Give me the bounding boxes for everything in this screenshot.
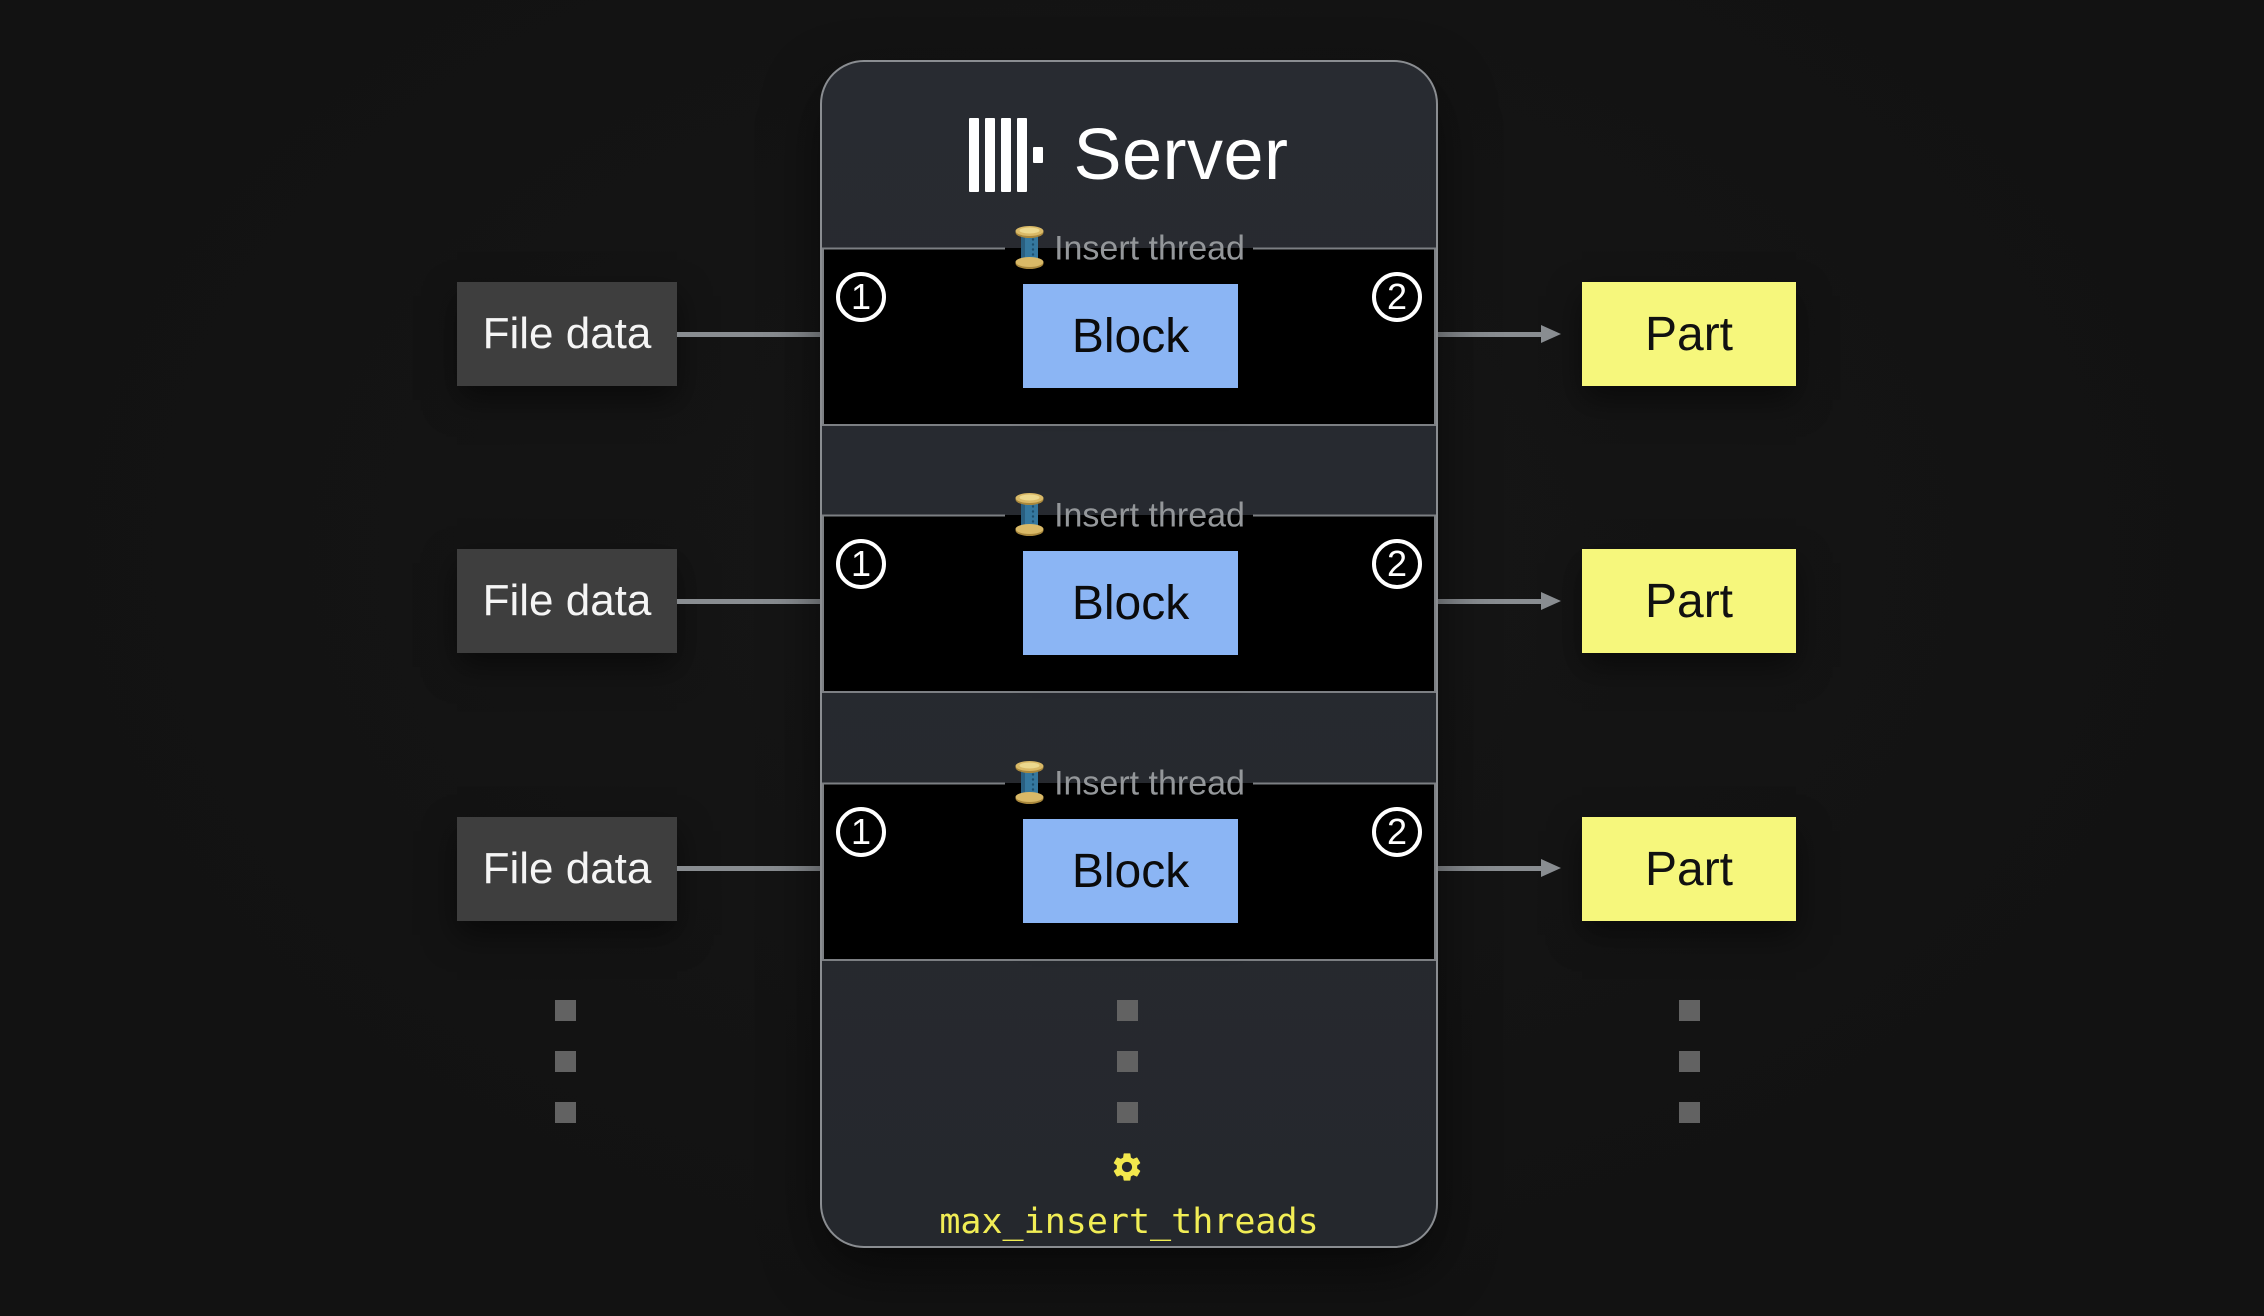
clickhouse-logo-icon [969,118,1044,192]
logo-bar [985,118,996,192]
block-box: Block [1023,284,1238,388]
dot [1117,1102,1138,1123]
legend-line [1252,782,1437,784]
logo-bar [969,118,980,192]
dot [1679,1000,1700,1021]
step-circle-1: 1 [836,272,886,322]
ellipsis-dots-threads [1117,1000,1138,1123]
legend-line [1252,514,1437,516]
legend-content: Insert thread [1005,493,1253,538]
legend-line [822,247,1006,249]
step-circle-2: 2 [1372,272,1422,322]
thread-spool-icon [1015,761,1044,804]
insert-thread-section: Insert thread 1 2 Block [822,226,1437,426]
insert-thread-section: Insert thread 1 2 Block [822,761,1437,961]
file-data-box: File data [457,549,677,653]
dot [1679,1102,1700,1123]
logo-bar [1017,118,1028,192]
arrow-head-icon [1541,859,1561,877]
ellipsis-dots-file [555,1000,576,1123]
file-data-box: File data [457,817,677,921]
max-insert-threads-label: max_insert_threads [939,1202,1319,1242]
dot [1117,1051,1138,1072]
part-box: Part [1582,549,1796,653]
dot [1117,1000,1138,1021]
server-header: Server [822,62,1436,248]
arrow-head-icon [1541,325,1561,343]
block-box: Block [1023,819,1238,923]
file-data-box: File data [457,282,677,386]
part-box: Part [1582,817,1796,921]
legend-label: Insert thread [1054,764,1245,802]
legend-content: Insert thread [1005,761,1253,806]
logo-bar [1001,118,1012,192]
dot [555,1000,576,1021]
section-legend: Insert thread [822,226,1437,271]
dot [1679,1051,1700,1072]
legend-line [822,514,1006,516]
legend-line [1252,247,1437,249]
step-circle-1: 1 [836,539,886,589]
thread-spool-icon [1015,493,1044,536]
server-panel: Server Ins [820,60,1438,1248]
legend-content: Insert thread [1005,226,1253,271]
part-box: Part [1582,282,1796,386]
server-title: Server [1073,115,1289,195]
step-circle-2: 2 [1372,539,1422,589]
legend-label: Insert thread [1054,229,1245,267]
thread-spool-icon [1015,226,1044,269]
step-circle-1: 1 [836,807,886,857]
block-box: Block [1023,551,1238,655]
step-circle-2: 2 [1372,807,1422,857]
legend-line [822,782,1006,784]
gear-icon [1110,1150,1144,1184]
dot [555,1051,576,1072]
section-legend: Insert thread [822,761,1437,806]
arrow-head-icon [1541,592,1561,610]
insert-thread-section: Insert thread 1 2 Block [822,493,1437,693]
legend-label: Insert thread [1054,496,1245,534]
ellipsis-dots-parts [1679,1000,1700,1123]
logo-dot [1033,147,1044,163]
section-legend: Insert thread [822,493,1437,538]
dot [555,1102,576,1123]
